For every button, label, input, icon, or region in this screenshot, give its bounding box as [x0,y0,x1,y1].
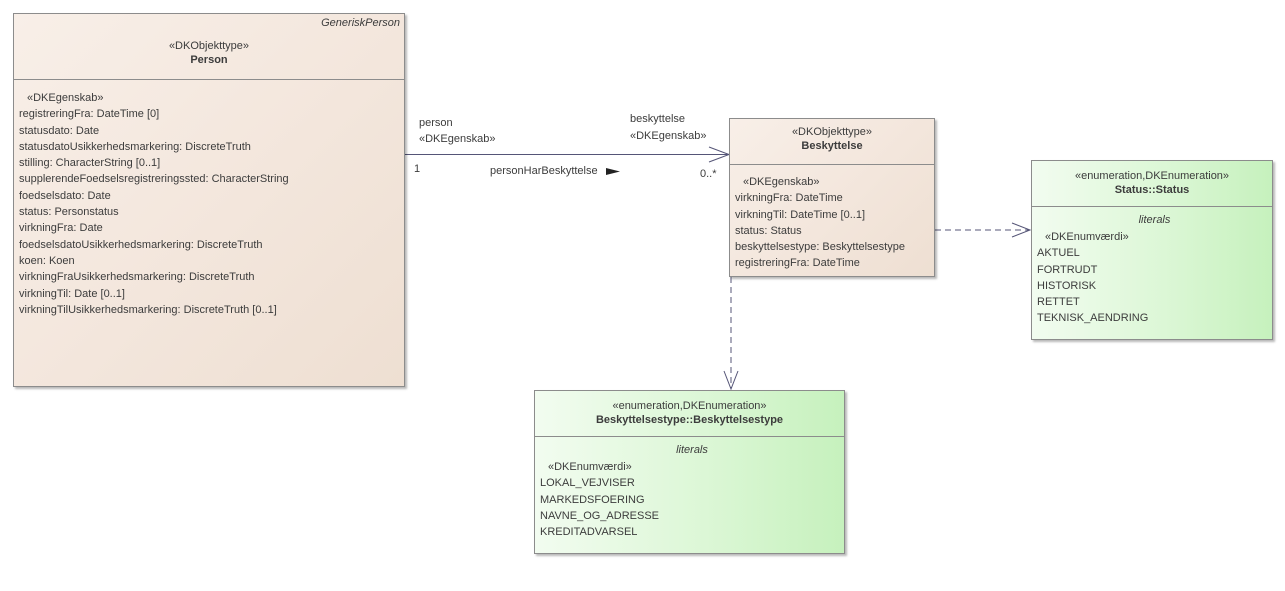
person-attribute: virkningTilUsikkerhedsmarkering: Discret… [19,303,277,316]
person-attributes: «DKEgenskab» registreringFra: DateTime [… [14,80,404,318]
status-literals: literals «DKEnumværdi» AKTUEL FORTRUDT H… [1032,211,1272,327]
beskyttelsestype-literal: LOKAL_VEJVISER [540,477,635,490]
beskyttelse-attribute: status: Status [735,224,802,237]
beskyttelse-attribute: beskyttelsestype: Beskyttelsestype [735,241,905,254]
beskyttelsestype-literal: KREDITADVARSEL [540,526,638,539]
person-attribute: virkningFra: Date [19,222,103,235]
person-attribute: supplerendeFoedselsregistreringssted: Ch… [19,173,289,186]
person-attribute: foedselsdato: Date [19,189,111,202]
beskyttelse-section-label: «DKEgenskab» [743,176,820,188]
association-source-stereotype: «DKEgenskab» [419,133,496,145]
status-section-label: «DKEnumværdi» [1045,231,1129,243]
beskyttelse-attributes: «DKEgenskab» virkningFra: DateTime virkn… [730,165,934,272]
dependency-beskyttelsestype-arrowhead [723,370,739,391]
association-name: personHarBeskyttelse [490,165,598,177]
person-stereotype: «DKObjekttype» [168,40,250,52]
beskyttelsestype-literals-title: literals [676,444,708,456]
person-attribute: virkningFraUsikkerhedsmarkering: Discret… [19,271,255,284]
person-attribute: foedselsdatoUsikkerhedsmarkering: Discre… [19,238,263,251]
status-enum-header: «enumeration,DKEnumeration» Status::Stat… [1032,161,1272,207]
beskyttelsestype-enum-header: «enumeration,DKEnumeration» Beskyttelses… [535,391,844,437]
status-literals-title: literals [1138,214,1171,226]
person-class[interactable]: GeneriskPerson «DKObjekttype» Person «DK… [13,13,405,387]
association-target-role: beskyttelse [630,113,686,125]
status-literal: FORTRUDT [1037,263,1098,276]
status-stereotype: «enumeration,DKEnumeration» [1074,170,1230,182]
status-literal: RETTET [1037,296,1080,309]
beskyttelsestype-stereotype: «enumeration,DKEnumeration» [612,400,767,412]
person-class-header: GeneriskPerson «DKObjekttype» Person [14,14,404,80]
status-literal: AKTUEL [1037,247,1080,260]
person-section-label: «DKEgenskab» [27,92,104,104]
person-name: Person [190,54,228,66]
person-parent-label: GeneriskPerson [321,17,400,29]
person-attribute: registreringFra: DateTime [0] [19,108,160,121]
association-target-stereotype: «DKEgenskab» [630,130,707,142]
beskyttelse-class-header: «DKObjekttype» Beskyttelse [730,119,934,165]
person-attribute: virkningTil: Date [0..1] [19,287,125,300]
person-attribute: stilling: CharacterString [0..1] [19,157,161,170]
beskyttelse-class[interactable]: «DKObjekttype» Beskyttelse «DKEgenskab» … [729,118,935,277]
beskyttelse-name: Beskyttelse [801,140,863,152]
beskyttelse-attribute: registreringFra: DateTime [735,257,860,270]
status-name: Status::Status [1114,184,1190,196]
association-source-multiplicity: 1 [414,163,421,175]
person-attribute: statusdato: Date [19,124,100,137]
beskyttelsestype-enum[interactable]: «enumeration,DKEnumeration» Beskyttelses… [534,390,845,554]
beskyttelse-attribute: virkningFra: DateTime [735,192,843,205]
beskyttelsestype-name: Beskyttelsestype::Beskyttelsestype [595,414,784,426]
person-attribute: statusdatoUsikkerhedsmarkering: Discrete… [19,140,251,153]
beskyttelse-attribute: virkningTil: DateTime [0..1] [735,208,866,221]
association-target-multiplicity: 0..* [700,168,717,180]
status-literal: TEKNISK_AENDRING [1037,312,1149,325]
association-source-role: person [419,117,453,129]
status-literal: HISTORISK [1037,279,1097,292]
beskyttelsestype-literal: MARKEDSFOERING [540,493,645,506]
beskyttelse-stereotype: «DKObjekttype» [791,126,873,138]
association-direction-marker [606,168,620,175]
beskyttelsestype-literal: NAVNE_OG_ADRESSE [540,509,660,522]
dependency-status-arrowhead [1011,222,1032,238]
beskyttelsestype-section-label: «DKEnumværdi» [548,461,632,473]
person-attribute: koen: Koen [19,254,75,267]
person-attribute: status: Personstatus [19,206,119,219]
beskyttelsestype-literals: literals «DKEnumværdi» LOKAL_VEJVISER MA… [535,441,844,540]
status-enum[interactable]: «enumeration,DKEnumeration» Status::Stat… [1031,160,1273,340]
